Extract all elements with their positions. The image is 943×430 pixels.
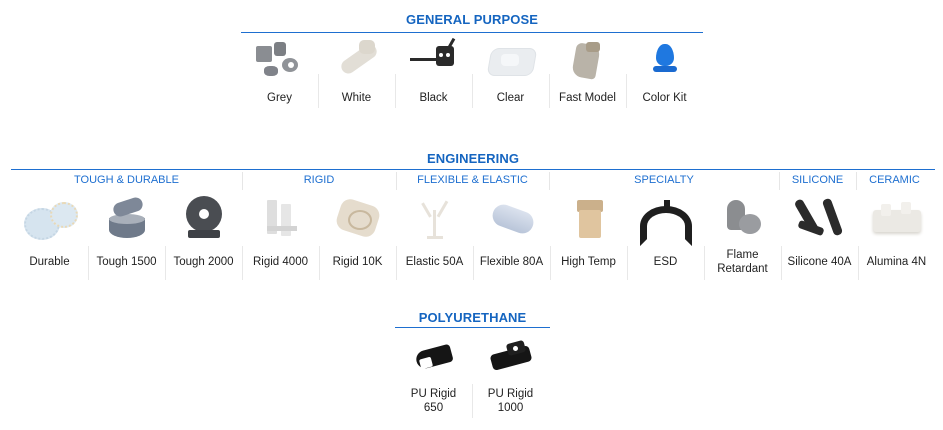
esd-resin-part-icon (638, 196, 694, 246)
material-label: Alumina 4N (866, 256, 927, 268)
section-title-general-purpose: GENERAL PURPOSE (405, 12, 538, 27)
color-kit-resin-part-icon (637, 38, 693, 88)
material-label: Color Kit (642, 92, 687, 104)
section-title-engineering: ENGINEERING (426, 151, 520, 166)
durable-resin-part-icon (22, 196, 78, 246)
tough-2000-resin-part-icon (176, 194, 232, 244)
material-color-kit[interactable]: Color Kit (626, 34, 703, 108)
material-clear[interactable]: Clear (472, 34, 549, 108)
tough-1500-resin-part-icon (99, 195, 155, 246)
section-rule (241, 32, 703, 33)
material-black[interactable]: Black (395, 34, 472, 108)
material-rigid-10k[interactable]: Rigid 10K (319, 192, 396, 280)
material-label: Black (419, 92, 448, 104)
material-label: Clear (496, 92, 525, 104)
engineering-section: ENGINEERING TOUGH & DURABLE RIGID FLEXIB… (11, 148, 935, 283)
material-elastic-50a[interactable]: Elastic 50A (396, 192, 473, 280)
flexible-80a-resin-part-icon (484, 196, 540, 246)
material-label-line1: PU Rigid (487, 388, 534, 400)
material-esd[interactable]: ESD (627, 192, 704, 280)
material-tough-1500[interactable]: Tough 1500 (88, 192, 165, 280)
material-silicone-40a[interactable]: Silicone 40A (781, 192, 858, 280)
material-label: PU Rigid 1000 (472, 387, 549, 415)
material-label-line2: 1000 (497, 402, 524, 414)
material-label: Silicone 40A (787, 256, 852, 268)
material-rigid-4000[interactable]: Rigid 4000 (242, 192, 319, 280)
pu-rigid-650-resin-part-icon (406, 338, 462, 388)
material-label: Durable (29, 256, 70, 268)
material-label: Tough 2000 (173, 256, 234, 268)
section-rule (395, 327, 550, 328)
material-grey[interactable]: Grey (241, 34, 318, 108)
material-label-line2: 650 (423, 402, 444, 414)
subcategory-rigid: RIGID (242, 170, 396, 190)
elastic-50a-resin-part-icon (407, 196, 463, 246)
material-alumina-4n[interactable]: Alumina 4N (858, 192, 935, 280)
subcategory-silicone: SILICONE (779, 170, 856, 190)
material-flexible-80a[interactable]: Flexible 80A (473, 192, 550, 280)
alumina-4n-resin-part-icon (869, 196, 925, 246)
subcategory-ceramic: CERAMIC (856, 170, 933, 190)
material-white[interactable]: White (318, 34, 395, 108)
material-label: ESD (653, 256, 678, 268)
material-label-line1: PU Rigid (410, 388, 457, 400)
clear-resin-part-icon (483, 38, 539, 88)
subcategory-specialty: SPECIALTY (549, 170, 779, 190)
material-flame-retardant[interactable]: Flame Retardant (704, 192, 781, 280)
section-title-polyurethane: POLYURETHANE (418, 310, 527, 325)
grey-resin-part-icon (252, 38, 308, 88)
rigid-10k-resin-part-icon (330, 196, 386, 246)
material-tough-2000[interactable]: Tough 2000 (165, 192, 242, 280)
material-pu-rigid-650[interactable]: PU Rigid 650 (395, 330, 472, 418)
section-rule (11, 169, 935, 170)
material-label: PU Rigid 650 (395, 387, 472, 415)
material-label: Tough 1500 (96, 256, 157, 268)
high-temp-resin-part-icon (561, 196, 617, 246)
material-pu-rigid-1000[interactable]: PU Rigid 1000 (472, 330, 549, 418)
material-label: Elastic 50A (405, 256, 464, 268)
subcategory-flexible-elastic: FLEXIBLE & ELASTIC (396, 170, 549, 190)
black-resin-part-icon (406, 37, 462, 88)
material-fast-model[interactable]: Fast Model (549, 34, 626, 108)
material-label: Rigid 4000 (253, 256, 308, 268)
flame-retardant-resin-part-icon (715, 196, 771, 246)
rigid-4000-resin-part-icon (253, 196, 309, 246)
material-durable[interactable]: Durable (11, 192, 88, 280)
material-label: Rigid 10K (332, 256, 383, 268)
pu-rigid-1000-resin-part-icon (483, 338, 539, 388)
fast-model-resin-part-icon (560, 38, 616, 88)
material-label: Flexible 80A (479, 256, 544, 268)
material-label: Flame Retardant (717, 249, 768, 275)
silicone-40a-resin-part-icon (792, 196, 848, 246)
material-label: Fast Model (559, 92, 616, 104)
material-high-temp[interactable]: High Temp (550, 192, 627, 280)
subcategory-tough-durable: TOUGH & DURABLE (74, 174, 179, 186)
polyurethane-section: POLYURETHANE PU Rigid 650 PU Rigid 1000 (395, 306, 550, 421)
general-purpose-section: GENERAL PURPOSE Grey White (241, 10, 703, 110)
white-resin-part-icon (329, 38, 385, 88)
material-label: Grey (267, 92, 292, 104)
material-label: High Temp (561, 256, 616, 268)
material-label: White (341, 92, 372, 104)
